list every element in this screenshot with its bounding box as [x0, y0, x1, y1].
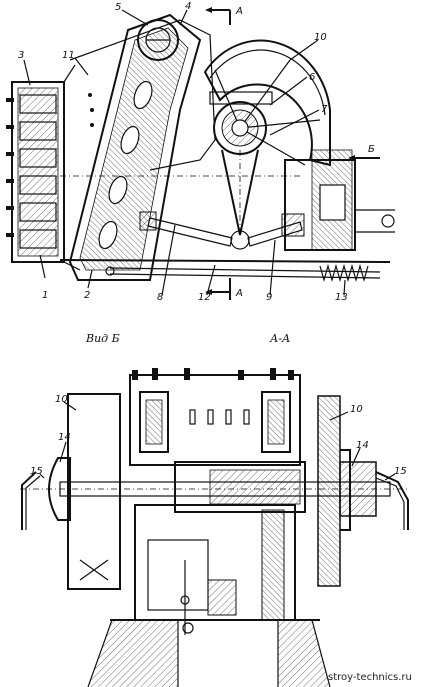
part-9: 9 — [266, 292, 272, 303]
left-flywheel — [67, 393, 121, 590]
right-part-15: 15 — [394, 466, 407, 477]
view-b-marker: Б — [348, 144, 380, 161]
part-1: 1 — [42, 290, 48, 301]
section-marker-top: A — [235, 6, 243, 17]
suspension-shaft — [137, 19, 179, 61]
part-10: 10 — [314, 32, 327, 43]
lower-frame — [134, 504, 296, 635]
left-part-10: 10 — [55, 394, 68, 405]
part-11: 11 — [62, 50, 75, 61]
left-part-14: 14 — [58, 432, 71, 443]
watermark: stroy-technics.ru — [328, 672, 412, 683]
part-8: 8 — [157, 292, 163, 303]
part-2: 2 — [84, 290, 90, 301]
part-7: 7 — [321, 104, 328, 115]
caption-section-aa: А-А — [269, 332, 290, 345]
leader-lines — [23, 9, 346, 296]
view-marker: Б — [368, 144, 375, 155]
adjustment-block — [284, 149, 395, 251]
longitudinal-section: A A Б 1 — [6, 1, 395, 303]
main-shaft — [20, 461, 410, 513]
foundation — [87, 619, 331, 687]
right-part-14: 14 — [356, 440, 369, 451]
toggle-plates — [139, 211, 305, 247]
left-hub — [21, 457, 71, 530]
connecting-rod — [209, 91, 273, 250]
fixed-jaw-frame — [6, 64, 81, 271]
part-3: 3 — [18, 50, 24, 61]
bottom-leaders — [39, 401, 396, 481]
flywheel — [203, 39, 331, 167]
part-numbers: 1 2 3 4 5 6 7 8 9 10 11 12 13 — [18, 1, 348, 303]
right-flywheel — [317, 395, 351, 587]
movable-jaw — [68, 13, 202, 281]
part-6: 6 — [309, 72, 315, 83]
part-4: 4 — [185, 1, 191, 12]
part-12: 12 — [198, 292, 211, 303]
tie-rod-spring — [105, 263, 381, 283]
part-5: 5 — [115, 2, 121, 13]
left-part-15: 15 — [30, 466, 43, 477]
central-frame — [129, 368, 301, 466]
right-part-10: 10 — [350, 404, 363, 415]
right-hub — [339, 461, 409, 530]
section-marker-bottom: A — [235, 288, 243, 299]
section-a-top: A A — [205, 6, 243, 300]
bottom-part-numbers: 10 14 15 10 14 15 — [30, 394, 407, 477]
bottom-views: Вид Б А-А — [20, 332, 410, 687]
caption-view-b: Вид Б — [85, 332, 120, 345]
part-13: 13 — [335, 292, 348, 303]
